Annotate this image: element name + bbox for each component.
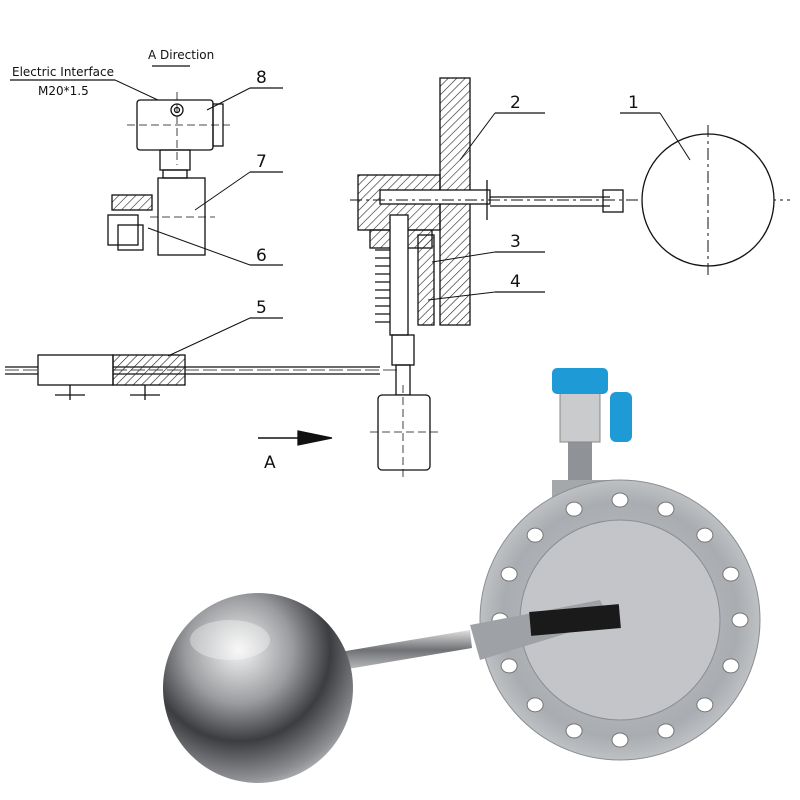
electric-interface-label: Electric Interface — [12, 65, 114, 79]
part-number-5: 5 — [256, 298, 267, 318]
bolt-holes — [491, 492, 749, 748]
bolt-hole — [500, 658, 518, 674]
bolt-hole — [657, 723, 675, 739]
part-number-3: 3 — [510, 232, 521, 252]
bolt-hole — [696, 527, 714, 543]
bolt-hole — [611, 492, 629, 508]
a-direction-view — [10, 65, 283, 266]
bolt-hole — [657, 501, 675, 517]
part-number-4: 4 — [510, 272, 521, 292]
view-title: A Direction — [148, 48, 214, 62]
bolt-hole — [722, 566, 740, 582]
part-number-1: 1 — [628, 93, 639, 113]
bolt-hole — [611, 732, 629, 748]
bolt-hole — [731, 612, 749, 628]
bolt-hole — [696, 697, 714, 713]
part-number-6: 6 — [256, 246, 267, 266]
part-number-7: 7 — [256, 152, 267, 172]
bolt-hole — [565, 723, 583, 739]
bolt-hole — [526, 527, 544, 543]
section-view — [5, 77, 790, 480]
arrow-a-label: A — [264, 453, 276, 473]
part-number-8: 8 — [256, 68, 267, 88]
bolt-hole — [565, 501, 583, 517]
interface-spec-label: M20*1.5 — [38, 84, 89, 98]
bolt-hole — [500, 566, 518, 582]
part-number-2: 2 — [510, 93, 521, 113]
product-photo — [163, 368, 761, 783]
bolt-hole — [526, 697, 544, 713]
bolt-hole — [722, 658, 740, 674]
